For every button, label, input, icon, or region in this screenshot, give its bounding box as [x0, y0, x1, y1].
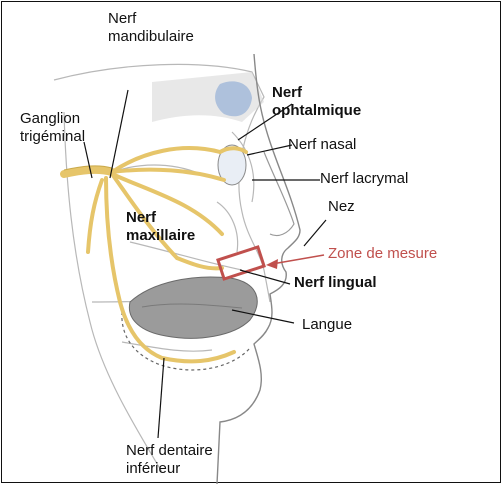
- label-ganglion-line1: Ganglion: [20, 110, 85, 128]
- label-nerf-dentaire-inferieur: Nerf dentaire inférieur: [126, 442, 213, 478]
- label-nerf-maxillaire-line2: maxillaire: [126, 227, 195, 245]
- label-dentaire-line1: Nerf dentaire: [126, 442, 213, 460]
- label-nerf-lacrymal: Nerf lacrymal: [320, 170, 408, 188]
- label-nerf-maxillaire-line1: Nerf: [126, 209, 195, 227]
- label-nerf-mandibulaire-line2: mandibulaire: [108, 28, 194, 46]
- label-dentaire-line2: inférieur: [126, 460, 213, 478]
- label-nerf-ophtalmique-line1: Nerf: [272, 84, 361, 102]
- skull-outline: [54, 64, 270, 472]
- label-nerf-mandibulaire: Nerf mandibulaire: [108, 10, 194, 46]
- label-nerf-maxillaire: Nerf maxillaire: [126, 209, 195, 245]
- label-langue: Langue: [302, 316, 352, 334]
- label-ganglion-line2: trigéminal: [20, 128, 85, 146]
- label-nerf-nasal: Nerf nasal: [288, 136, 356, 154]
- label-nerf-lingual: Nerf lingual: [294, 274, 377, 292]
- zone-arrow: [266, 255, 324, 269]
- label-ganglion-trigeminal: Ganglion trigéminal: [20, 110, 85, 146]
- label-nerf-mandibulaire-line1: Nerf: [108, 10, 194, 28]
- label-nez: Nez: [328, 198, 355, 216]
- label-nerf-ophtalmique-line2: ophtalmique: [272, 102, 361, 120]
- label-zone-de-mesure: Zone de mesure: [328, 245, 437, 263]
- label-nerf-ophtalmique: Nerf ophtalmique: [272, 84, 361, 120]
